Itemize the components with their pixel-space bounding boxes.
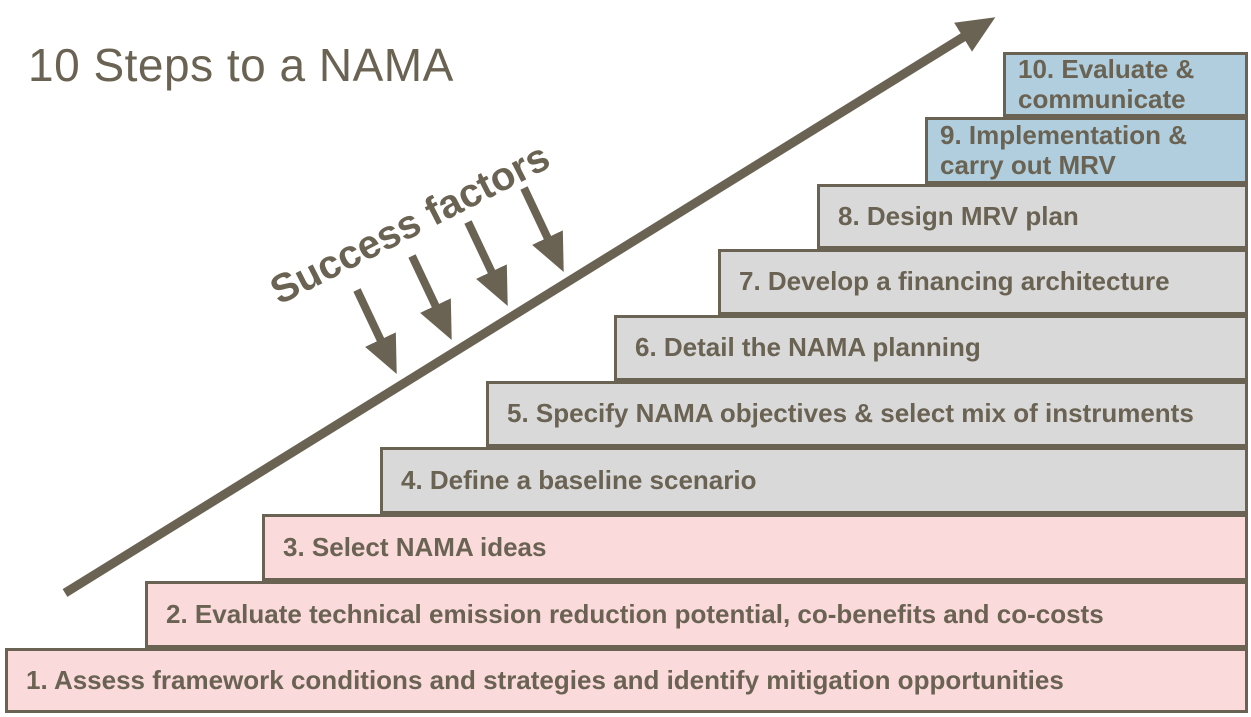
success-factor-arrow-1 bbox=[353, 288, 397, 374]
step-3-label: 3. Select NAMA ideas bbox=[283, 531, 547, 562]
success-factor-arrow-2 bbox=[408, 254, 452, 340]
success-factor-arrow-3 bbox=[464, 220, 508, 306]
success-factor-arrow-4 bbox=[520, 186, 564, 272]
step-7: 7. Develop a financing architecture bbox=[718, 249, 1248, 315]
step-3: 3. Select NAMA ideas bbox=[262, 514, 1248, 581]
step-7-label: 7. Develop a financing architecture bbox=[739, 266, 1170, 297]
step-8-label: 8. Design MRV plan bbox=[838, 200, 1079, 231]
step-4: 4. Define a baseline scenario bbox=[380, 447, 1248, 514]
step-5: 5. Specify NAMA objectives & select mix … bbox=[486, 381, 1248, 447]
step-6: 6. Detail the NAMA planning bbox=[614, 315, 1248, 381]
diagram-title: 10 Steps to a NAMA bbox=[28, 39, 454, 91]
step-10-label: 10. Evaluate & communicate bbox=[1018, 53, 1195, 114]
step-1: 1. Assess framework conditions and strat… bbox=[5, 648, 1248, 713]
step-9: 9. Implementation & carry out MRV bbox=[925, 117, 1248, 184]
step-2-label: 2. Evaluate technical emission reduction… bbox=[166, 598, 1104, 629]
step-8: 8. Design MRV plan bbox=[817, 184, 1248, 249]
step-10: 10. Evaluate & communicate bbox=[1003, 52, 1248, 117]
step-5-label: 5. Specify NAMA objectives & select mix … bbox=[507, 398, 1194, 429]
step-1-label: 1. Assess framework conditions and strat… bbox=[26, 664, 1064, 695]
success-factors-label: Success factors bbox=[263, 134, 557, 313]
step-9-label: 9. Implementation & carry out MRV bbox=[940, 119, 1188, 180]
step-6-label: 6. Detail the NAMA planning bbox=[635, 332, 981, 363]
step-4-label: 4. Define a baseline scenario bbox=[401, 464, 757, 495]
step-2: 2. Evaluate technical emission reduction… bbox=[145, 581, 1248, 648]
